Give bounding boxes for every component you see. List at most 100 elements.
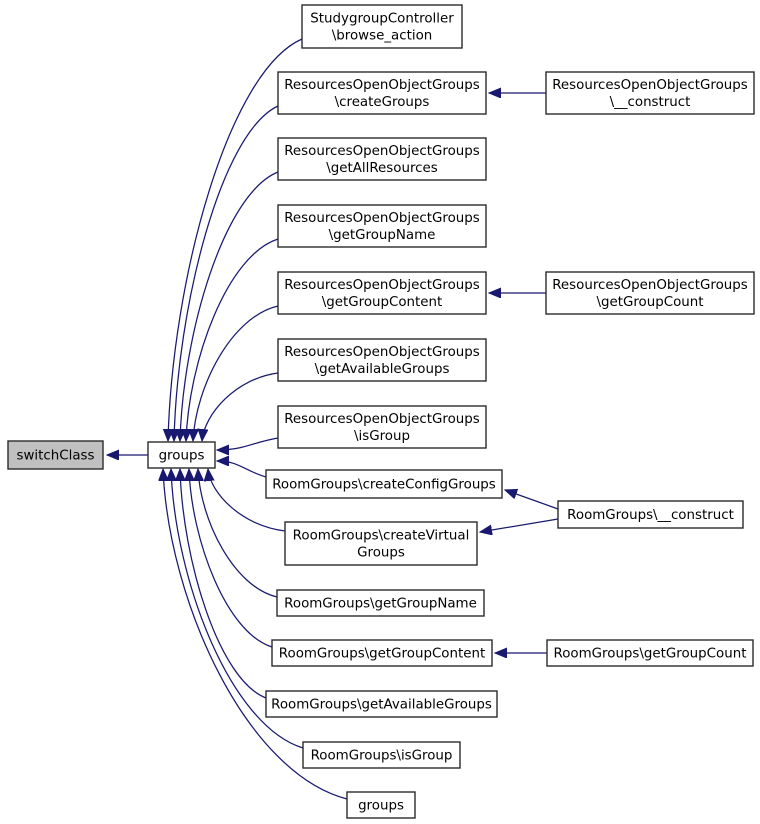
edge-rg-getAvailableGroups-to-groups — [180, 469, 267, 699]
node-roog-getGroupCount[interactable]: ResourcesOpenObjectGroups \getGroupCount — [545, 271, 755, 315]
node-box — [277, 137, 487, 181]
node-label: RoomGroups\getGroupContent — [279, 647, 485, 662]
node-box — [265, 690, 498, 718]
edge-roog-getGroupName-to-groups — [186, 238, 279, 441]
node-label-line: RoomGroups\isGroup — [311, 749, 453, 764]
node-label: RoomGroups\getGroupName — [284, 597, 477, 612]
node-label: switchClass — [17, 449, 95, 464]
node-label-line: RoomGroups\getGroupCount — [554, 647, 747, 662]
node-label-line: \getGroupCount — [596, 295, 703, 310]
node-label: groups — [358, 799, 404, 814]
node-roog-createGroups[interactable]: ResourcesOpenObjectGroups \createGroups — [277, 71, 487, 115]
edge-roog-getAllResources-to-groups — [180, 171, 279, 441]
node-label: ResourcesOpenObjectGroups \getGroupConten… — [284, 278, 480, 310]
node-box — [346, 791, 416, 819]
node-rg-getGroupContent[interactable]: RoomGroups\getGroupContent — [271, 639, 493, 667]
node-label: RoomGroups\createConfigGroups — [272, 478, 496, 493]
node-box — [277, 71, 487, 115]
node-box — [546, 639, 754, 667]
edges-layer — [107, 38, 559, 800]
node-roog-getAvailableGroups[interactable]: ResourcesOpenObjectGroups \getAvailableGr… — [277, 338, 487, 382]
node-label-line: \getAvailableGroups — [315, 362, 450, 377]
node-groups-bottom[interactable]: groups — [346, 791, 416, 819]
node-rg-getGroupName[interactable]: RoomGroups\getGroupName — [276, 589, 485, 617]
node-box — [284, 521, 478, 566]
node-roog-getGroupName[interactable]: ResourcesOpenObjectGroups \getGroupName — [277, 204, 487, 248]
node-box — [301, 4, 463, 49]
node-browse-action[interactable]: StudygroupController \browse_action — [301, 4, 463, 49]
node-label-line: \createGroups — [335, 95, 430, 110]
edge-rg-isGroup-to-groups — [171, 469, 304, 749]
node-label-line: RoomGroups\getGroupName — [284, 597, 477, 612]
node-box — [276, 589, 485, 617]
edge-roog-getGroupContent-to-groups — [193, 305, 279, 441]
node-label-line: ResourcesOpenObjectGroups — [284, 345, 480, 360]
node-label-line: \isGroup — [354, 429, 410, 444]
node-label-line: \getGroupName — [329, 228, 436, 243]
node-box — [271, 639, 493, 667]
node-roog-isGroup[interactable]: ResourcesOpenObjectGroups\isGroup — [277, 405, 487, 449]
edge-roog-isGroup-to-groups — [217, 437, 279, 450]
edge-rg-construct-to-rg-createVirtualGroups — [480, 518, 559, 532]
node-groups[interactable]: groups — [147, 441, 216, 469]
edge-rg-getGroupContent-to-groups — [189, 469, 273, 648]
node-box — [265, 469, 503, 499]
node-box — [147, 441, 216, 469]
node-label-line: StudygroupController — [310, 12, 454, 27]
node-label: groups — [159, 449, 205, 464]
node-label-line: ResourcesOpenObjectGroups — [284, 211, 480, 226]
edge-browse-action-to-groups — [168, 38, 303, 441]
node-label: RoomGroups\isGroup — [311, 749, 453, 764]
node-label-line: ResourcesOpenObjectGroups — [284, 78, 480, 93]
node-box — [277, 271, 487, 315]
node-label: RoomGroups\getGroupCount — [554, 647, 747, 662]
node-label: ResourcesOpenObjectGroups \getGroupCount — [552, 278, 748, 310]
node-roog-getGroupContent[interactable]: ResourcesOpenObjectGroups \getGroupConten… — [277, 271, 487, 315]
node-label-line: RoomGroups\__construct — [567, 508, 734, 523]
edge-rg-createConfigGroups-to-groups — [217, 461, 267, 478]
edge-rg-getGroupName-to-groups — [198, 469, 278, 598]
node-label-line: ResourcesOpenObjectGroups — [284, 278, 480, 293]
node-label: RoomGroups\__construct — [567, 508, 734, 523]
node-label-line: RoomGroups\createConfigGroups — [272, 478, 496, 493]
edge-roog-createGroups-to-groups — [174, 105, 279, 441]
node-label: ResourcesOpenObjectGroups \createGroups — [284, 78, 480, 110]
node-label: ResourcesOpenObjectGroups\isGroup — [284, 412, 480, 444]
node-switchClass[interactable]: switchClass — [7, 440, 104, 470]
node-label-line: ResourcesOpenObjectGroups — [552, 278, 748, 293]
node-box — [557, 500, 744, 529]
node-box — [277, 338, 487, 382]
node-label: ResourcesOpenObjectGroups \getAllResource… — [284, 144, 480, 176]
edge-rg-createVirtualGroups-to-groups — [208, 469, 286, 532]
node-box — [545, 271, 755, 315]
node-rg-getAvailableGroups[interactable]: RoomGroups\getAvailableGroups — [265, 690, 498, 718]
node-label-line: groups — [159, 449, 205, 464]
node-box — [302, 741, 461, 769]
node-label-line: \getAllResources — [326, 161, 438, 176]
edge-rg-construct-to-rg-createConfigGroups — [505, 490, 559, 510]
node-rg-getGroupCount[interactable]: RoomGroups\getGroupCount — [546, 639, 754, 667]
node-box — [7, 440, 104, 470]
node-label-line: RoomGroups\createVirtual — [293, 529, 470, 544]
node-label-line: Groups — [357, 546, 405, 561]
node-rg-createConfigGroups[interactable]: RoomGroups\createConfigGroups — [265, 469, 503, 499]
node-box — [277, 405, 487, 449]
node-label-line: RoomGroups\getGroupContent — [279, 647, 485, 662]
node-label: ResourcesOpenObjectGroups \__construct — [552, 78, 748, 110]
node-box — [277, 204, 487, 248]
node-rg-isGroup[interactable]: RoomGroups\isGroup — [302, 741, 461, 769]
node-rg-construct[interactable]: RoomGroups\__construct — [557, 500, 744, 529]
node-label-line: \browse_action — [332, 29, 433, 44]
node-label-line: ResourcesOpenObjectGroups — [552, 78, 748, 93]
node-label-line: ResourcesOpenObjectGroups — [284, 144, 480, 159]
node-roog-getAllResources[interactable]: ResourcesOpenObjectGroups \getAllResource… — [277, 137, 487, 181]
node-label-line: switchClass — [17, 449, 95, 464]
node-roog-construct[interactable]: ResourcesOpenObjectGroups \__construct — [545, 71, 755, 115]
node-label-line: \__construct — [610, 95, 691, 110]
edge-roog-getAvailableGroups-to-groups — [202, 372, 279, 441]
node-label-line: \getGroupContent — [322, 295, 443, 310]
